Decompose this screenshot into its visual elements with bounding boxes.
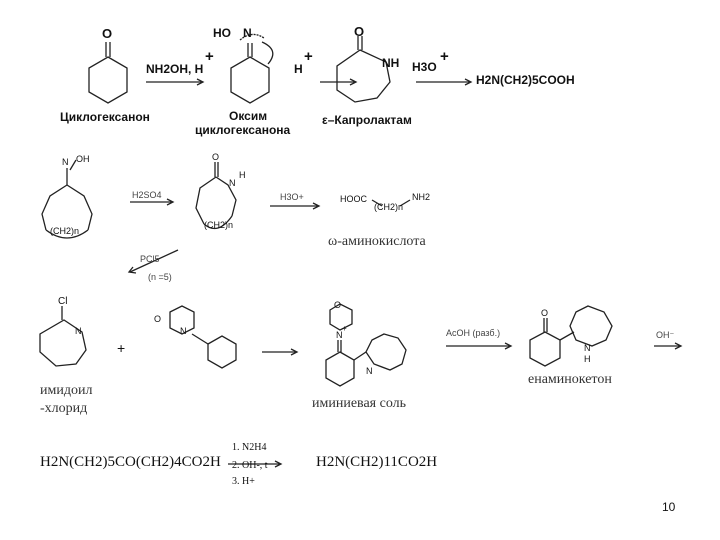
morpholine-o: O bbox=[154, 314, 162, 324]
label-iminium-salt: иминиевая соль bbox=[312, 396, 407, 411]
product-amino-acid: H2N(CH2)11CO2H bbox=[316, 454, 438, 470]
reagent-h3o: H3O bbox=[412, 60, 437, 74]
reagent-acoh: AcOH (разб.) bbox=[446, 328, 501, 338]
plus-sign-row3: + bbox=[117, 340, 126, 356]
condition-n5: (n =5) bbox=[148, 272, 172, 282]
oxime-oh: OH bbox=[76, 154, 90, 164]
plus-sign: + bbox=[304, 48, 313, 65]
reagent-oh-minus: OH⁻ bbox=[656, 330, 675, 340]
oxime-n-label: N bbox=[243, 26, 252, 40]
label-oxime: Оксим bbox=[229, 109, 268, 123]
morpholine-n: N bbox=[180, 326, 187, 336]
imidoyl-n: N bbox=[75, 326, 82, 336]
lactam-o: O bbox=[212, 152, 220, 162]
lactam-h: H bbox=[239, 170, 246, 180]
step-3: 3. H+ bbox=[232, 476, 255, 487]
enaminoketone-n: N bbox=[584, 343, 591, 353]
step-2: 2. OH-, t bbox=[232, 460, 268, 471]
label-omega-amino-acid: ω-аминокислота bbox=[328, 234, 426, 249]
morpholine-enamine-structure bbox=[169, 305, 237, 369]
salt-n: N bbox=[336, 330, 343, 340]
plus-sign: + bbox=[440, 48, 449, 65]
acid-hooc: HOOC bbox=[340, 194, 367, 204]
reagent-pcl5: PCl5 bbox=[140, 254, 160, 264]
oxime-ho-label: HO bbox=[213, 26, 231, 40]
reactant-keto-acid: H2N(CH2)5CO(CH2)4CO2H bbox=[40, 454, 221, 470]
step-1: 1. N2H4 bbox=[232, 442, 267, 453]
reagent-h2so4: H2SO4 bbox=[132, 190, 162, 200]
label-cyclohexanone: Циклогексанон bbox=[60, 110, 150, 124]
lactam-o-label: O bbox=[354, 24, 365, 39]
cyclohexanone-structure bbox=[88, 42, 128, 104]
label-enaminoketone: енаминокетон bbox=[528, 372, 612, 387]
amino-acid-chain bbox=[371, 199, 411, 207]
enaminoketone-h: H bbox=[584, 354, 591, 364]
enaminoketone-structure bbox=[529, 305, 613, 367]
reagent-h3o-plus: H3O+ bbox=[280, 192, 304, 202]
salt-morpholine-o: O bbox=[334, 300, 342, 310]
enaminoketone-o: O bbox=[541, 308, 549, 318]
imidoyl-cl: Cl bbox=[58, 296, 68, 307]
lactam-ch2n: (CH2)n bbox=[204, 220, 234, 230]
plus-sign: + bbox=[205, 48, 214, 65]
label-imidoyl-chloride-2: -хлорид bbox=[40, 401, 88, 416]
ring-ch2n: (CH2)n bbox=[50, 226, 80, 236]
label-imidoyl-chloride: имидоил bbox=[40, 383, 93, 398]
page-number: 10 bbox=[662, 500, 676, 514]
oxime-structure bbox=[230, 33, 274, 104]
oxime-n: N bbox=[62, 157, 69, 167]
cyclic-lactam-structure bbox=[195, 162, 237, 230]
aminocaproic-acid: H2N(CH2)5COOH bbox=[476, 73, 575, 87]
lactam-nh-label: NH bbox=[382, 56, 400, 70]
caprolactam-structure bbox=[336, 36, 391, 103]
carbonyl-o-label: O bbox=[102, 26, 113, 41]
proton-h-label: H bbox=[294, 62, 303, 76]
label-oxime-2: циклогексанона bbox=[195, 123, 291, 137]
label-caprolactam: ε–Капролактам bbox=[322, 113, 412, 127]
cyclic-oxime-structure bbox=[41, 159, 93, 239]
reagent-nh2oh: NH2OH, H bbox=[146, 62, 204, 76]
imidoyl-chloride-structure bbox=[39, 306, 87, 367]
iminium-salt-structure bbox=[325, 303, 407, 387]
acid-nh2: NH2 bbox=[412, 192, 431, 202]
lactam-n: N bbox=[229, 178, 236, 188]
salt-n2: N bbox=[366, 366, 373, 376]
reaction-arrow-pcl5 bbox=[129, 249, 179, 273]
acid-ch2n: (CH2)n bbox=[374, 202, 404, 212]
salt-plus: + bbox=[342, 324, 347, 333]
